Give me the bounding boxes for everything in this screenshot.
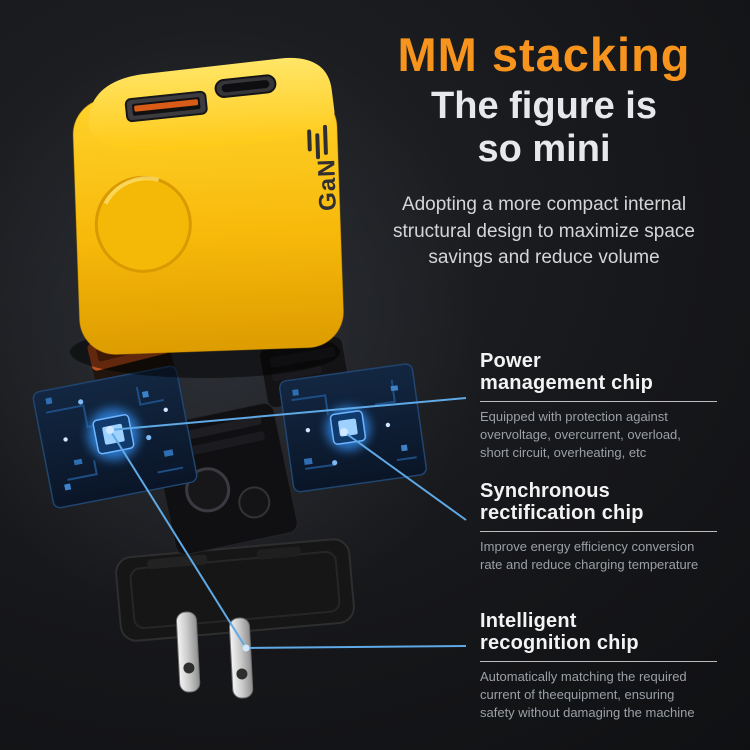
callout-synchronous-rectification: Synchronous rectification chip Improve e… [480, 480, 720, 574]
callout-power-management: Power management chip Equipped with prot… [480, 350, 720, 462]
hero-text-block: MM stacking The figure is so mini Adopti… [366, 30, 722, 271]
callout-line-sync [343, 431, 467, 521]
callout-description-line: safety without damaging the machine [480, 704, 695, 720]
callout-description-line: overvoltage, overcurrent, overload, [480, 426, 681, 442]
hero-title: MM stacking [397, 28, 691, 81]
callout-title: Power management chip [480, 350, 720, 394]
callout-title-line: management chip [480, 372, 654, 394]
hero-description-line: savings and reduce volume [428, 246, 660, 268]
callout-description-line: Improve energy efficiency conversion [480, 539, 695, 554]
callout-intelligent-recognition: Intelligent recognition chip Automatical… [480, 610, 720, 722]
divider [480, 661, 717, 662]
divider [480, 401, 717, 402]
callout-description: Improve energy efficiency conversion rat… [480, 538, 720, 574]
callout-description: Automatically matching the required curr… [480, 668, 720, 722]
callout-title: Intelligent recognition chip [480, 610, 720, 654]
callout-title-line: Power [480, 350, 542, 372]
callout-description-line: current of theequipment, ensuring [480, 686, 675, 702]
callout-title: Synchronous rectification chip [480, 480, 720, 524]
callout-description-line: rate and reduce charging temperature [480, 556, 699, 572]
callout-title-line: rectification chip [480, 502, 644, 524]
hero-description-line: Adopting a more compact internal [401, 194, 687, 216]
plug-prong-left [175, 611, 201, 693]
hero-subtitle-line2: so mini [477, 127, 611, 170]
hero-subtitle-line1: The figure is [431, 85, 657, 128]
pcb-sync-rectification [279, 363, 427, 493]
callout-line-power [109, 397, 467, 431]
callout-line-dots [106, 426, 348, 652]
charger-body: GaN [70, 57, 344, 378]
callout-description-line: Automatically matching the required [480, 669, 687, 684]
plug-prong-right [228, 617, 254, 699]
callout-description-line: Equipped with protection against [480, 409, 668, 424]
usb-a-port [124, 90, 208, 123]
callout-title-line: Intelligent [480, 610, 577, 632]
brand-logo: GaN [307, 124, 342, 211]
callout-title-line: recognition chip [480, 632, 639, 654]
hero-description: Adopting a more compact internal structu… [366, 192, 722, 271]
svg-text:GaN: GaN [313, 158, 342, 211]
hero-subtitle: The figure is so mini [366, 85, 722, 170]
callout-title-line: Synchronous [480, 480, 610, 502]
charger-side-circle [94, 175, 192, 273]
hero-description-line: structural design to maximize space [392, 220, 695, 242]
divider [480, 531, 717, 532]
usb-c-port [214, 74, 277, 98]
callout-description: Equipped with protection against overvol… [480, 408, 720, 462]
callout-description-line: short circuit, overheating, etc [480, 444, 647, 460]
